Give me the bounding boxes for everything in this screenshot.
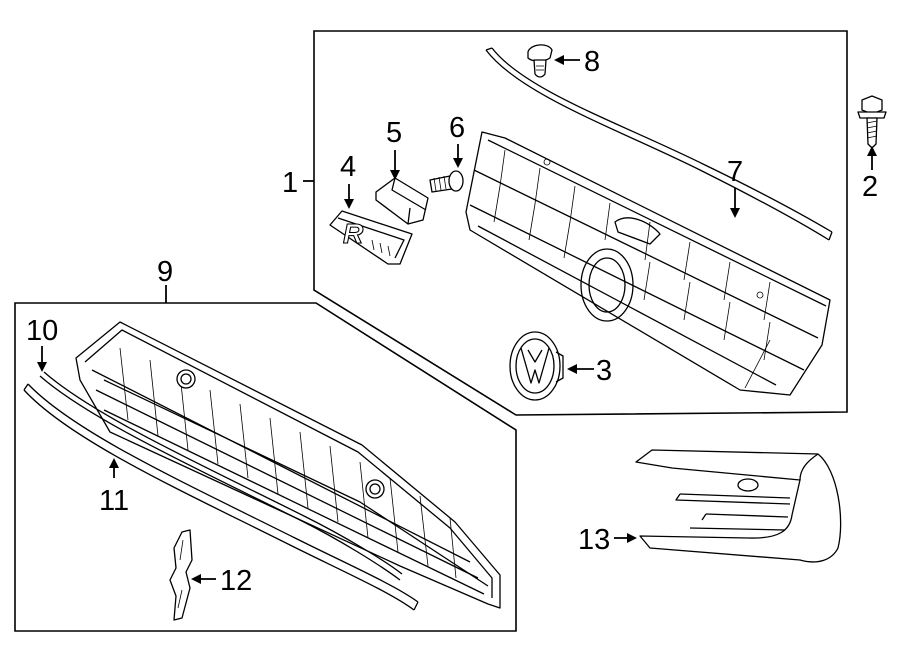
upper-trim-molding — [485, 47, 833, 241]
callout-7: 7 — [727, 156, 743, 188]
upper-grille-group-box — [313, 30, 848, 416]
vw-emblem — [509, 331, 564, 401]
leader-lines — [37, 55, 877, 584]
callout-8: 8 — [584, 46, 600, 78]
bolt — [857, 95, 887, 149]
lower-molding-strip — [23, 383, 419, 611]
screw — [429, 170, 464, 193]
callout-5: 5 — [386, 117, 402, 149]
callout-3: 3 — [596, 355, 612, 387]
lower-grille-group-box — [14, 302, 517, 632]
fog-lamp-cover — [635, 449, 842, 563]
svg-text:R: R — [343, 218, 364, 249]
callout-10: 10 — [26, 315, 58, 347]
lower-thin-trim-strip — [39, 371, 403, 581]
callout-9: 9 — [157, 256, 173, 288]
lower-bracket — [169, 529, 193, 621]
callout-6: 6 — [449, 112, 465, 144]
callout-1: 1 — [282, 167, 298, 199]
upper-grille — [465, 131, 831, 396]
mounting-bracket — [375, 177, 429, 225]
r-line-badge: R — [329, 210, 413, 265]
callout-labels: 1 2 3 4 5 6 7 8 9 10 11 12 13 — [26, 46, 878, 597]
lower-grille — [75, 321, 501, 609]
callout-13: 13 — [578, 524, 610, 556]
retaining-clip — [527, 44, 553, 78]
callout-11: 11 — [99, 485, 129, 517]
callout-2: 2 — [862, 171, 878, 203]
callout-12: 12 — [220, 565, 252, 597]
callout-4: 4 — [340, 151, 356, 183]
